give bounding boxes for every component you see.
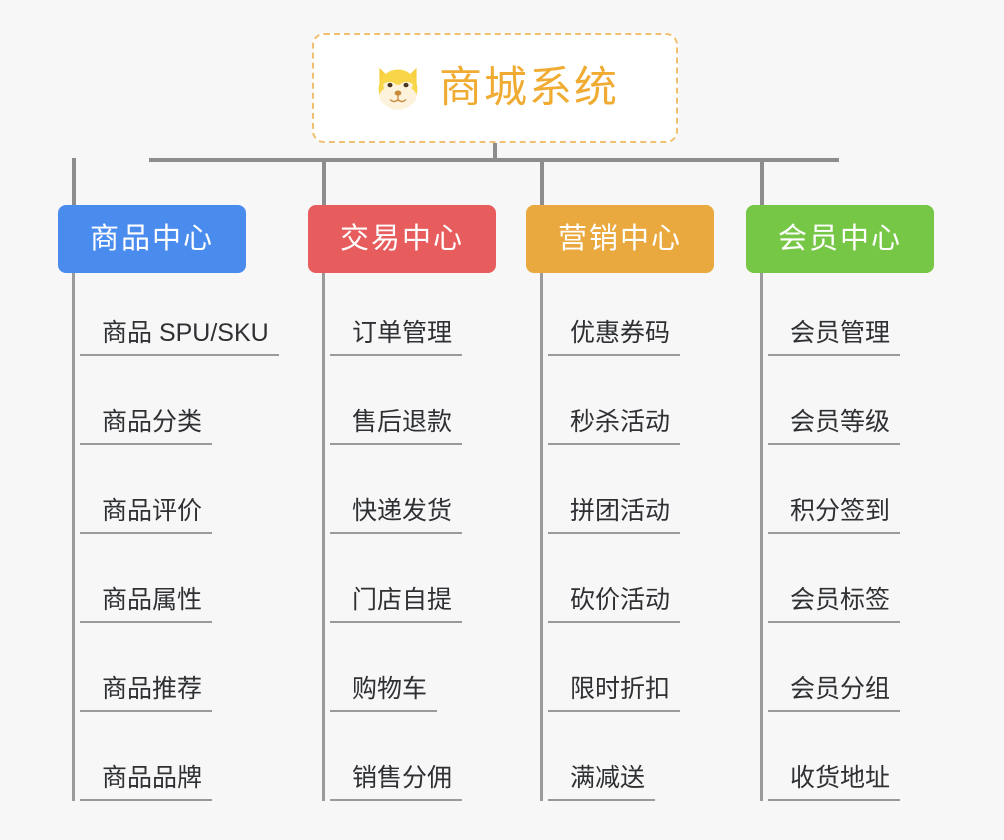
category-header-label: 商品中心: [89, 222, 214, 255]
connector-branch-stem: [72, 158, 76, 205]
leaf-label: 商品品牌: [80, 764, 213, 801]
leaf-label: 订单管理: [330, 319, 463, 356]
connector-branch-stem: [322, 158, 326, 205]
leaf-label: 秒杀活动: [548, 408, 681, 445]
list-item[interactable]: 秒杀活动: [540, 362, 780, 451]
leaf-label: 会员管理: [768, 319, 901, 356]
leaf-label: 商品评价: [80, 497, 213, 534]
shiba-dog-face-icon: [378, 67, 418, 110]
connector-trunk: [760, 273, 763, 801]
list-item[interactable]: 拼团活动: [540, 451, 780, 540]
connector-branch-stem: [540, 158, 544, 205]
list-item[interactable]: 商品推荐: [72, 629, 312, 718]
list-item[interactable]: 收货地址: [760, 718, 1000, 807]
leaf-label: 会员分组: [768, 675, 901, 712]
leaf-label: 收货地址: [768, 764, 901, 801]
list-item[interactable]: 砍价活动: [540, 540, 780, 629]
list-item[interactable]: 门店自提: [322, 540, 562, 629]
category-header-member-center[interactable]: 会员中心: [746, 205, 934, 273]
list-item[interactable]: 商品品牌: [72, 718, 312, 807]
list-item[interactable]: 会员标签: [760, 540, 1000, 629]
leaf-list: 商品 SPU/SKU 商品分类 商品评价 商品属性 商品推荐 商品品牌: [72, 273, 312, 807]
leaf-list: 订单管理 售后退款 快递发货 门店自提 购物车 销售分佣: [322, 273, 562, 807]
leaf-label: 会员等级: [768, 408, 901, 445]
list-item[interactable]: 购物车: [322, 629, 562, 718]
leaf-label: 优惠券码: [548, 319, 681, 356]
list-item[interactable]: 商品属性: [72, 540, 312, 629]
leaf-label: 快递发货: [330, 497, 463, 534]
list-item[interactable]: 商品分类: [72, 362, 312, 451]
leaf-list: 会员管理 会员等级 积分签到 会员标签 会员分组 收货地址: [760, 273, 1000, 807]
leaf-label: 商品推荐: [80, 675, 213, 712]
root-node-mall-system[interactable]: 商城系统: [312, 33, 678, 143]
list-item[interactable]: 快递发货: [322, 451, 562, 540]
leaf-label: 限时折扣: [548, 675, 681, 712]
leaf-label: 砍价活动: [548, 586, 681, 623]
leaf-label: 满减送: [548, 764, 656, 801]
list-item[interactable]: 商品 SPU/SKU: [72, 273, 312, 362]
connector-root-stem: [493, 143, 497, 160]
list-item[interactable]: 会员管理: [760, 273, 1000, 362]
connector-trunk: [72, 273, 75, 801]
leaf-label: 购物车: [330, 675, 438, 712]
list-item[interactable]: 售后退款: [322, 362, 562, 451]
list-item[interactable]: 优惠券码: [540, 273, 780, 362]
leaf-label: 商品 SPU/SKU: [80, 319, 279, 356]
category-header-product-center[interactable]: 商品中心: [58, 205, 246, 273]
category-header-trade-center[interactable]: 交易中心: [308, 205, 496, 273]
leaf-label: 商品分类: [80, 408, 213, 445]
leaf-label: 商品属性: [80, 586, 213, 623]
leaf-list: 优惠券码 秒杀活动 拼团活动 砍价活动 限时折扣 满减送: [540, 273, 780, 807]
leaf-label: 会员标签: [768, 586, 901, 623]
connector-horizontal-bus: [149, 158, 839, 162]
category-header-label: 交易中心: [339, 222, 464, 255]
leaf-label: 售后退款: [330, 408, 463, 445]
list-item[interactable]: 会员等级: [760, 362, 1000, 451]
category-header-label: 会员中心: [777, 222, 902, 255]
list-item[interactable]: 销售分佣: [322, 718, 562, 807]
leaf-label: 销售分佣: [330, 764, 463, 801]
connector-trunk: [322, 273, 325, 801]
connector-trunk: [540, 273, 543, 801]
list-item[interactable]: 商品评价: [72, 451, 312, 540]
list-item[interactable]: 订单管理: [322, 273, 562, 362]
list-item[interactable]: 会员分组: [760, 629, 1000, 718]
list-item[interactable]: 限时折扣: [540, 629, 780, 718]
leaf-label: 拼团活动: [548, 497, 681, 534]
category-header-marketing-center[interactable]: 营销中心: [526, 205, 714, 273]
leaf-label: 门店自提: [330, 586, 463, 623]
leaf-label: 积分签到: [768, 497, 901, 534]
category-header-label: 营销中心: [557, 222, 682, 255]
root-title: 商城系统: [439, 63, 619, 112]
list-item[interactable]: 积分签到: [760, 451, 1000, 540]
connector-branch-stem: [760, 158, 764, 205]
list-item[interactable]: 满减送: [540, 718, 780, 807]
